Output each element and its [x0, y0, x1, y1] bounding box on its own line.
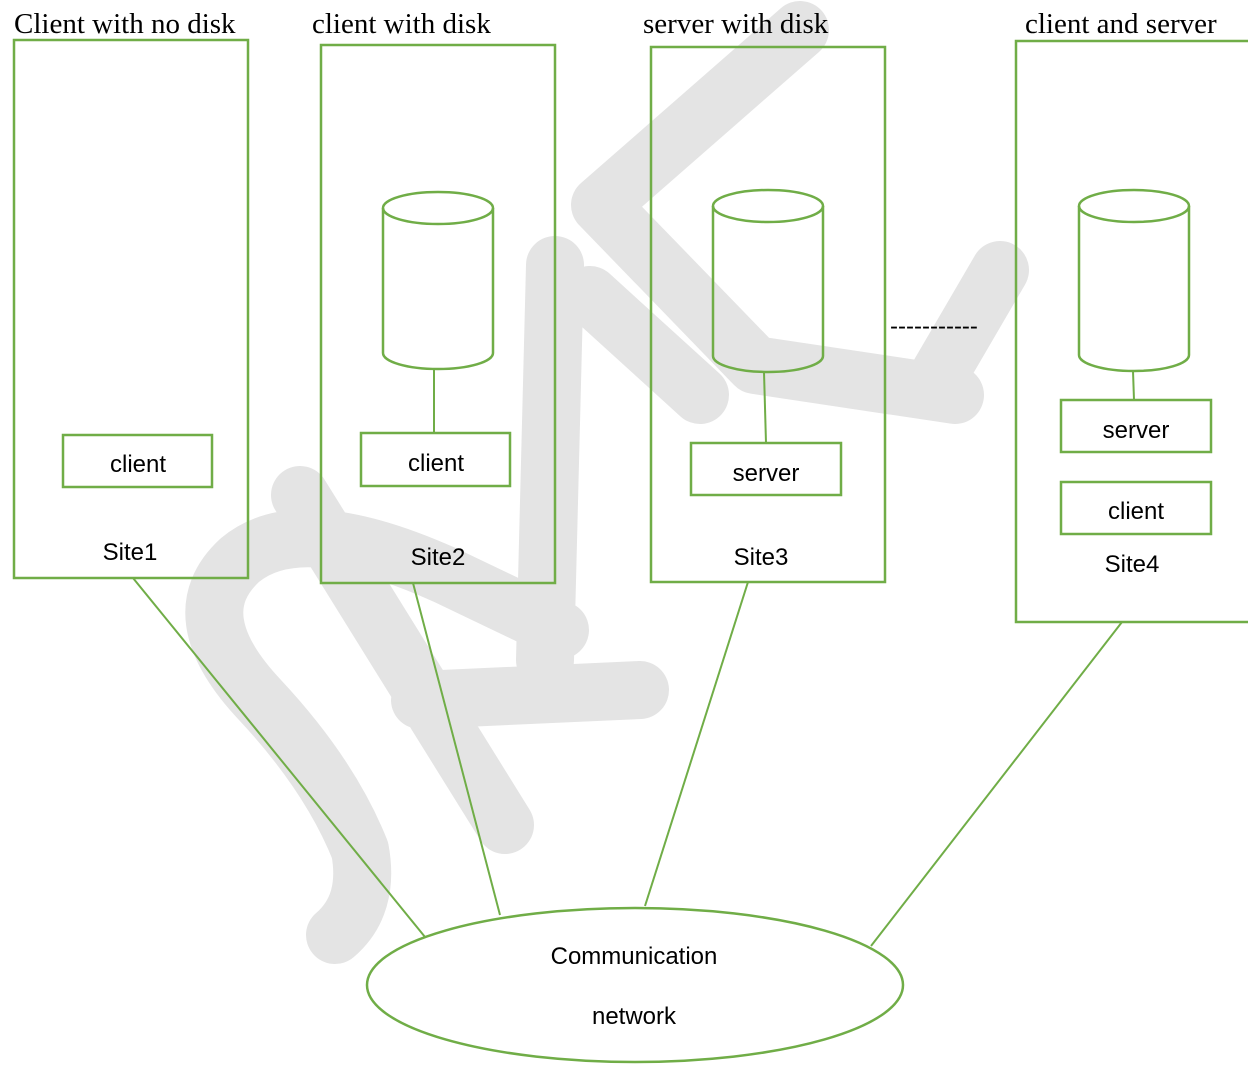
site2-box — [319, 43, 557, 585]
heading-site1: Client with no disk — [14, 8, 236, 40]
site3-server-box — [689, 441, 843, 497]
site2-client-label: client — [408, 450, 464, 477]
site3-disk-link — [763, 371, 767, 444]
link-site2-network — [412, 582, 501, 916]
ellipsis-separator: ----------- — [890, 313, 978, 340]
site3-disk-icon — [711, 188, 825, 374]
site1-name: Site1 — [103, 539, 158, 566]
watermark — [185, 1, 1029, 964]
site4-client-label: client — [1108, 498, 1164, 525]
site1-box — [12, 38, 250, 580]
communication-network: Communication network — [365, 906, 905, 1064]
watermark-letter-c — [571, 1, 1029, 424]
network-label-line2: network — [592, 1003, 677, 1030]
site4-container: server client Site4 — [1014, 39, 1248, 624]
site3-box — [649, 45, 887, 584]
site1-container: client Site1 — [12, 38, 250, 580]
heading-site4: client and server — [1025, 8, 1217, 40]
heading-site2: client with disk — [312, 8, 491, 40]
link-site3-network — [644, 581, 749, 907]
site2-client-box — [359, 431, 512, 488]
site4-server-label: server — [1103, 417, 1170, 444]
site4-box — [1014, 39, 1248, 624]
site3-container: server Site3 — [649, 45, 887, 584]
site4-client-box — [1059, 480, 1213, 536]
site4-name: Site4 — [1105, 551, 1160, 578]
link-site1-network — [132, 577, 426, 938]
site2-name: Site2 — [411, 544, 466, 571]
network-ellipse — [365, 906, 905, 1064]
heading-site3: server with disk — [643, 8, 829, 40]
site3-server-label: server — [733, 460, 800, 487]
site4-disk-link — [1132, 370, 1135, 401]
network-label-line1: Communication — [551, 943, 718, 970]
watermark-letter-a — [271, 236, 729, 854]
site4-server-box — [1059, 398, 1213, 454]
site1-client-label: client — [110, 451, 166, 478]
site3-name: Site3 — [734, 544, 789, 571]
site2-container: client Site2 — [319, 43, 557, 585]
site1-client-box — [61, 433, 214, 489]
link-site4-network — [870, 621, 1123, 947]
site2-disk-icon — [381, 190, 495, 371]
site4-disk-icon — [1077, 188, 1191, 373]
